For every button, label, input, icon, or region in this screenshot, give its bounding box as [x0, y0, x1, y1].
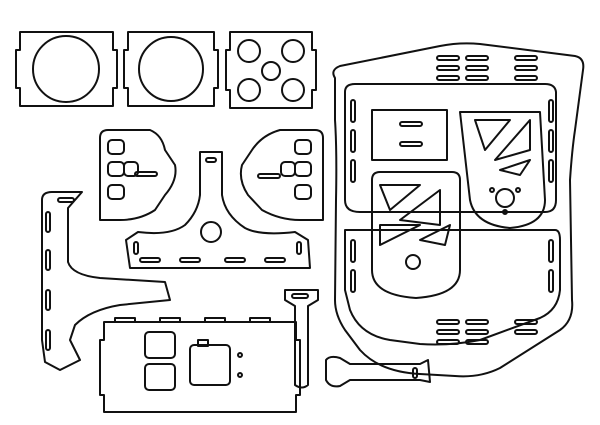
motor-plate: [459, 111, 546, 229]
chassis-frame: [332, 42, 585, 378]
side-plate-left: [99, 129, 177, 221]
inner-rect-plate: [371, 109, 448, 161]
bent-arm: [41, 191, 171, 371]
side-plate-right: [239, 129, 324, 221]
frame-slots: [350, 55, 554, 345]
electronics-board: [99, 317, 301, 413]
horizontal-strap: [325, 355, 431, 388]
vertical-strap: [284, 289, 319, 389]
t-bar-bracket: [125, 151, 311, 269]
four-hole-plate: [225, 31, 317, 109]
round-cutout-plate-2: [123, 31, 219, 107]
battery-plate: [371, 171, 461, 299]
round-cutout-plate-1: [15, 31, 118, 107]
